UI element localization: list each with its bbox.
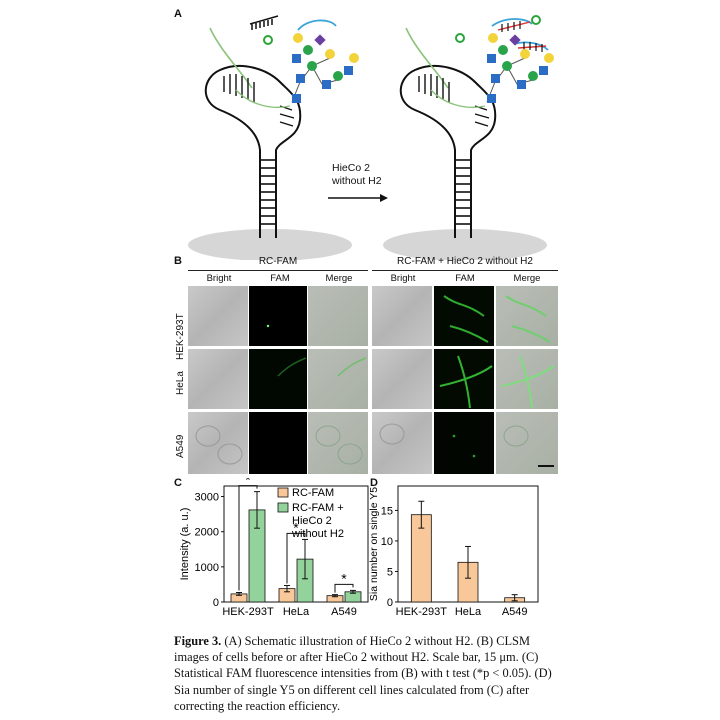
chart-c-ytick-label: 0 (213, 597, 219, 609)
glycan-left (291, 19, 359, 103)
col-label-fam-1: FAM (270, 273, 290, 284)
chart-c-sig-star: * (245, 478, 251, 488)
chart-c-xtick-label: HEK-293T (222, 606, 274, 618)
col-label-fam-2: FAM (455, 273, 475, 284)
aptamer-right (399, 27, 497, 238)
image-a549-fam-1 (249, 412, 307, 474)
group2-title: RC-FAM + HieCo 2 without H2 (397, 256, 533, 267)
chart-c-sig-star: * (293, 519, 299, 535)
col-label-bright-1: Bright (206, 273, 232, 284)
row-label-a549: A549 (175, 434, 186, 458)
image-hek-bright-2 (372, 286, 432, 346)
chart-d-ytick-label: 5 (387, 566, 393, 578)
panel-c-letter: C (174, 477, 182, 489)
chart-c-legend-label-4: without H2 (291, 528, 344, 540)
chart-c-xtick-label: HeLa (283, 606, 310, 618)
col-label-merge-2: Merge (513, 273, 541, 284)
chart-c-xtick-label: A549 (331, 606, 357, 618)
aptamer-left (204, 27, 302, 238)
fam-dye-right-2 (531, 15, 541, 25)
chart-d-xtick-label: A549 (502, 606, 528, 618)
chart-c-ytick-label: 1000 (195, 562, 219, 574)
fam-dye-right-1 (455, 33, 465, 43)
panel-a-letter: A (174, 8, 182, 20)
chart-c-legend-label-3: HieCo 2 (292, 515, 332, 527)
row-label-hela: HeLa (175, 371, 186, 395)
image-a549-fam-2 (434, 412, 494, 474)
cell-surface-left (188, 229, 352, 260)
schematic-illustration (188, 15, 554, 260)
microscopy-grid (188, 286, 558, 474)
arrow-label-line1: HieCo 2 (332, 162, 370, 174)
chart-d-ytick-label: 0 (387, 597, 393, 609)
col-label-bright-2: Bright (390, 273, 416, 284)
caption-text: (A) Schematic illustration of HieCo 2 wi… (174, 634, 552, 713)
fam-dye-left (263, 35, 273, 45)
image-hela-fam-1 (249, 349, 307, 409)
row-label-hek: HEK-293T (175, 313, 186, 360)
chart-d-xtick-label: HEK-293T (396, 606, 448, 618)
cell-surface-right (383, 229, 547, 260)
image-hek-merge-1 (308, 286, 368, 346)
group1-title: RC-FAM (258, 256, 298, 267)
chart-c-sig-bracket (334, 583, 354, 593)
group1-underline (188, 270, 368, 271)
figure-caption: Figure 3. (A) Schematic illustration of … (174, 633, 566, 714)
image-hela-bright-2 (372, 349, 432, 409)
caption-bold: Figure 3. (174, 634, 222, 648)
panel-d-letter: D (370, 477, 378, 489)
chart-d-ytick-label: 15 (381, 505, 393, 517)
chart-c-sig-star: * (341, 570, 347, 586)
chart-c-sig-bracket (286, 532, 306, 584)
col-label-merge-1: Merge (325, 273, 353, 284)
chart-d-xtick-label: HeLa (455, 606, 482, 618)
panel-b-letter: B (174, 255, 182, 267)
reaction-arrow (328, 194, 388, 202)
chart-c-legend-label-1: RC-FAM (292, 487, 334, 499)
chart-c-legend-swatch-1 (277, 487, 289, 498)
chart-c-ytick-label: 3000 (195, 492, 219, 504)
chart-d-ytick-label: 10 (381, 536, 393, 548)
duplex-left (249, 15, 279, 30)
chart-c-legend-label-2: RC-FAM + (292, 502, 344, 514)
chart-c-ytick-label: 2000 (195, 527, 219, 539)
chart-d-ylabel: Sia number on single Y5 (368, 487, 380, 601)
chart-c-ylabel: Intensity (a. u.) (179, 508, 191, 581)
image-a549-merge-1 (308, 412, 368, 474)
image-hek-bright-1 (188, 286, 248, 346)
image-hek-fam-2 (434, 286, 494, 346)
image-a549-bright-2 (372, 412, 432, 474)
chart-c-sig-bracket (238, 485, 258, 591)
image-hela-bright-1 (188, 349, 248, 409)
chart-c-frame (223, 485, 369, 603)
group2-underline (372, 270, 558, 271)
image-hek-fam-1 (249, 286, 307, 346)
chart-c-legend-swatch-2 (277, 502, 289, 513)
image-a549-merge-2 (496, 412, 558, 474)
glycan-right (486, 18, 554, 103)
image-a549-bright-1 (188, 412, 248, 474)
image-hek-merge-2 (496, 286, 558, 346)
arrow-label-line2: without H2 (332, 175, 382, 187)
image-hela-merge-1 (308, 349, 368, 409)
